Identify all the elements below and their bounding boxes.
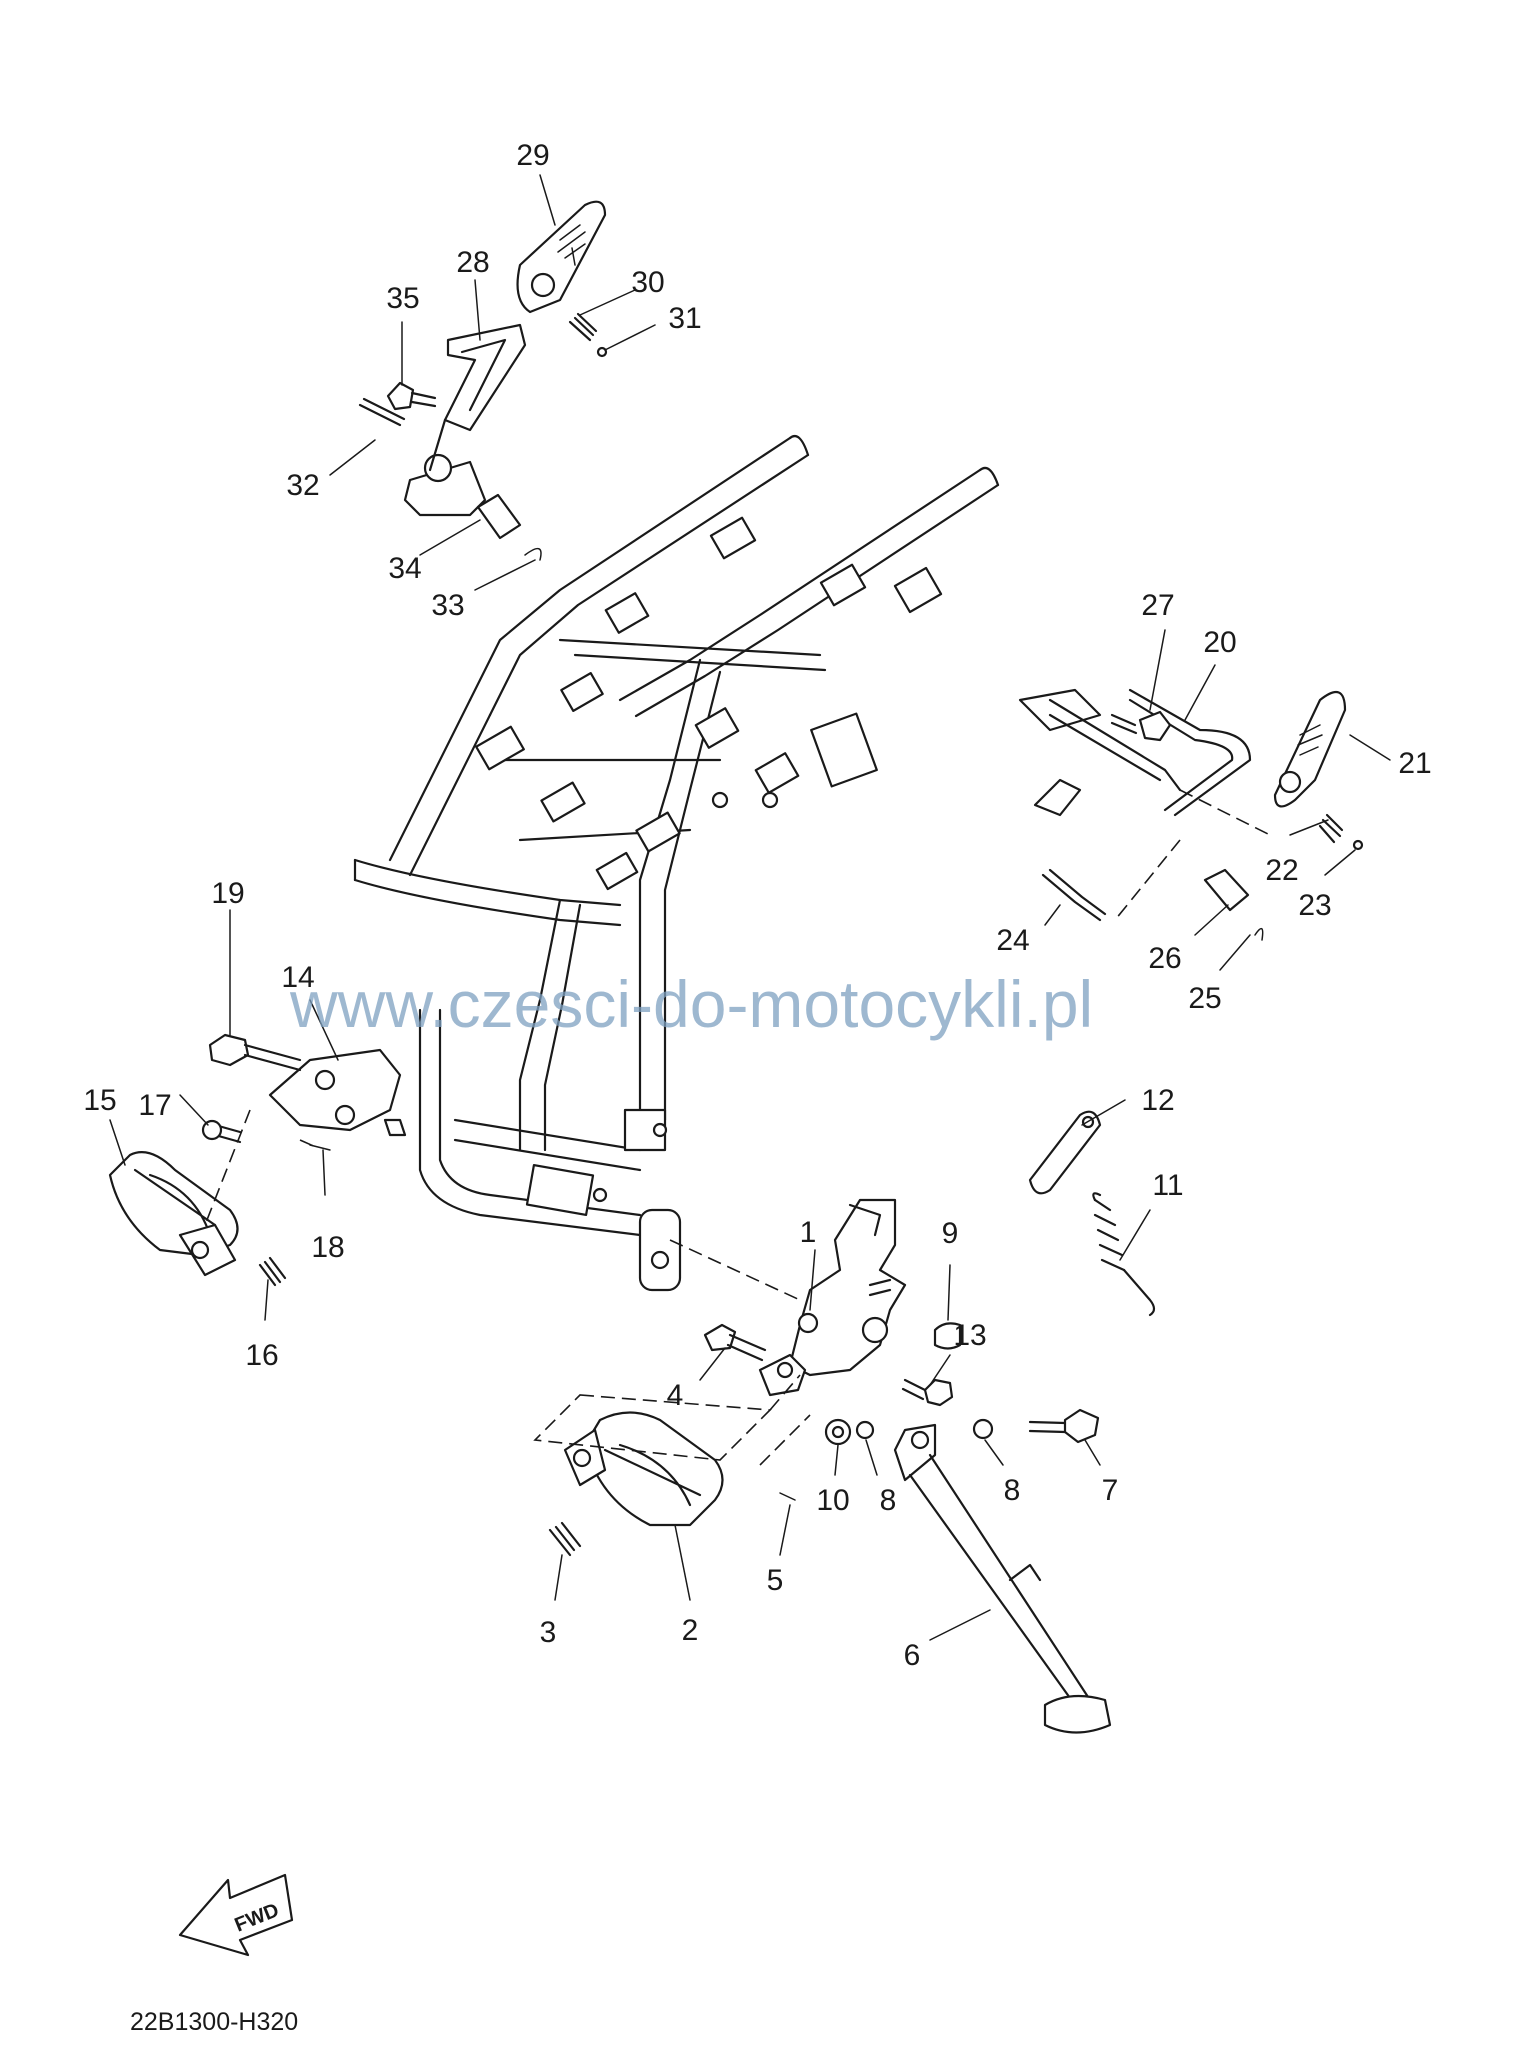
motorcycle-frame bbox=[353, 434, 1000, 1292]
callout-20: 20 bbox=[1203, 626, 1236, 659]
callout-15: 15 bbox=[83, 1084, 116, 1117]
callout-25: 25 bbox=[1188, 982, 1221, 1015]
front-footrest-left bbox=[108, 1033, 407, 1287]
callout-23: 23 bbox=[1298, 889, 1331, 922]
callout-29: 29 bbox=[516, 139, 549, 172]
callout-7: 7 bbox=[1102, 1474, 1119, 1507]
callout-26: 26 bbox=[1148, 942, 1181, 975]
leader-lines bbox=[109, 174, 1391, 1641]
callout-14: 14 bbox=[281, 961, 314, 994]
callout-4: 4 bbox=[667, 1379, 684, 1412]
callout-22: 22 bbox=[1265, 854, 1298, 887]
callout-30: 30 bbox=[631, 266, 664, 299]
callout-2: 2 bbox=[682, 1614, 699, 1647]
callout-12: 12 bbox=[1141, 1084, 1174, 1117]
callout-32: 32 bbox=[286, 469, 319, 502]
callout-11: 11 bbox=[1152, 1169, 1183, 1202]
watermark-text: www.czesci-do-motocykli.pl bbox=[289, 967, 1093, 1041]
callout-34: 34 bbox=[388, 552, 421, 585]
callout-8b: 8 bbox=[1004, 1474, 1021, 1507]
callout-10: 10 bbox=[816, 1484, 849, 1517]
callout-13: 13 bbox=[953, 1319, 986, 1352]
callout-17: 17 bbox=[138, 1089, 171, 1122]
front-footrest-and-stand bbox=[533, 1110, 1156, 1734]
callout-19: 19 bbox=[211, 877, 244, 910]
callout-9: 9 bbox=[942, 1217, 959, 1250]
fwd-arrow-icon: FWD bbox=[178, 1873, 294, 1957]
diagram-code: 22B1300-H320 bbox=[130, 2008, 298, 2036]
rear-footrest-left bbox=[358, 200, 608, 561]
callout-16: 16 bbox=[245, 1339, 278, 1372]
callout-6: 6 bbox=[904, 1639, 921, 1672]
callout-3: 3 bbox=[540, 1616, 557, 1649]
callout-18: 18 bbox=[311, 1231, 344, 1264]
callout-5: 5 bbox=[767, 1564, 784, 1597]
callout-35: 35 bbox=[386, 282, 419, 315]
callout-8a: 8 bbox=[880, 1484, 897, 1517]
callout-numbers: 1 2 3 4 5 6 7 8 8 9 10 11 12 13 14 15 16… bbox=[83, 139, 1431, 1672]
callout-1: 1 bbox=[800, 1216, 817, 1249]
callout-31: 31 bbox=[668, 302, 701, 335]
callout-28: 28 bbox=[456, 246, 489, 279]
callout-27: 27 bbox=[1141, 589, 1174, 622]
callout-24: 24 bbox=[996, 924, 1029, 957]
rear-footrest-right bbox=[1018, 688, 1364, 941]
callout-33: 33 bbox=[431, 589, 464, 622]
callout-21: 21 bbox=[1398, 747, 1431, 780]
